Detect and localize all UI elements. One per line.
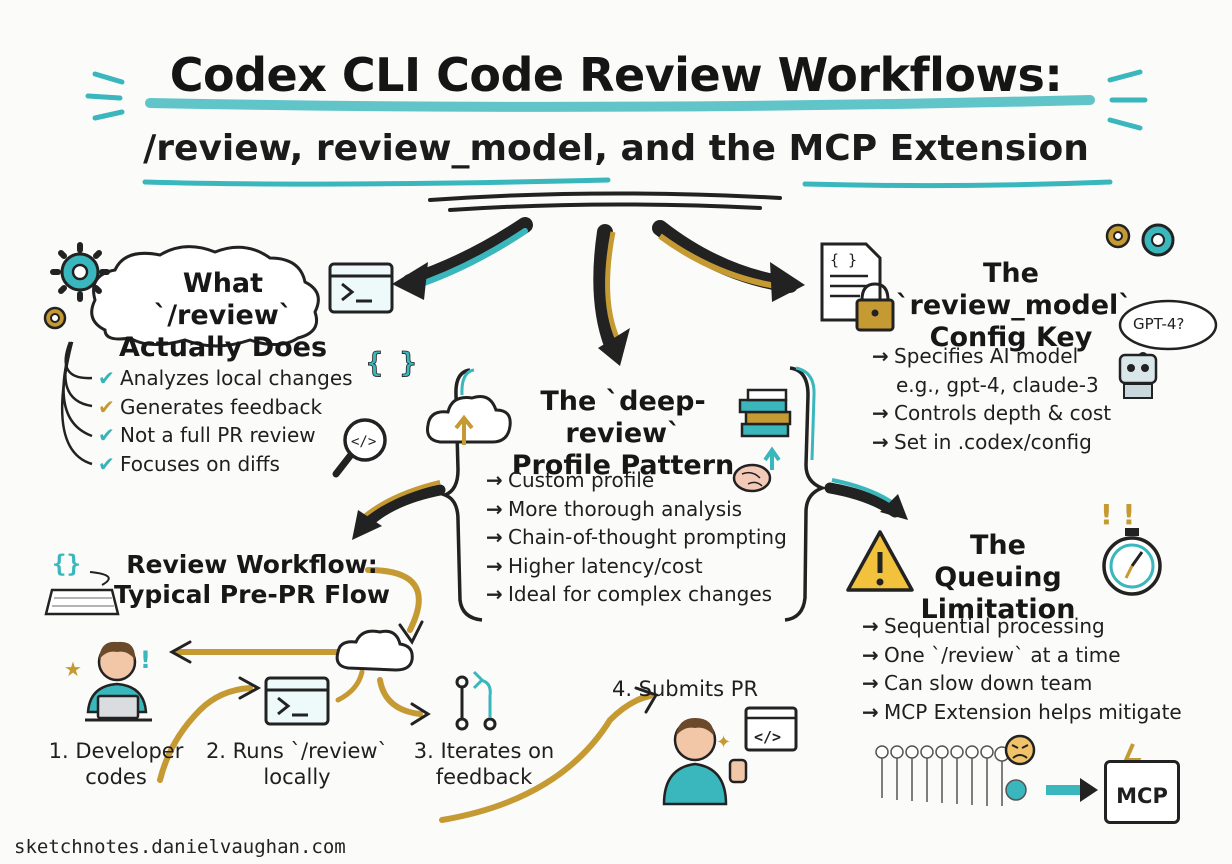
what-review-heading: What `/review` Actually Does	[118, 268, 328, 363]
what-review-cloud	[90, 245, 320, 348]
gear-icon	[43, 306, 67, 330]
list-item: →More thorough analysis	[486, 496, 743, 521]
warning-icon	[846, 530, 914, 592]
developer-laptop-icon: ★ !	[64, 641, 152, 722]
page-title: Codex CLI Code Review Workflows:	[169, 48, 1063, 102]
list-item: ✔Not a full PR review	[98, 423, 316, 447]
arrow-to-workflow	[352, 480, 446, 540]
list-item: ✔Analyzes local changes	[98, 366, 353, 390]
list-item: →Higher latency/cost	[486, 553, 703, 578]
browser-code-icon: </>	[744, 706, 798, 752]
svg-text:</>: </>	[754, 728, 781, 746]
workflow-arrows	[157, 567, 659, 823]
list-item: →Set in .codex/config	[872, 429, 1092, 454]
arrow-to-review-model	[652, 220, 805, 302]
step-runs-review: 2. Runs `/review` locally	[205, 739, 389, 789]
svg-text:{ }: { }	[366, 346, 417, 379]
list-item: ✔Focuses on diffs	[98, 451, 280, 476]
list-connectors	[60, 341, 93, 466]
gear-icon	[50, 242, 110, 302]
list-item: →Sequential processing	[862, 614, 1105, 638]
list-item: →Specifies AI model	[872, 344, 1079, 368]
robot-icon	[1118, 299, 1218, 399]
svg-text:{}: {}	[52, 550, 81, 578]
list-item: →Custom profile	[486, 468, 655, 492]
git-branch-icon	[455, 670, 497, 731]
mcp-box: MCP	[1104, 760, 1180, 824]
gear-icon	[1105, 223, 1131, 249]
svg-text:! !: ! !	[1100, 498, 1135, 531]
svg-text:✦: ✦	[716, 732, 731, 753]
terminal-icon	[328, 262, 394, 314]
deep-review-list: →Custom profile →More thorough analysis …	[486, 466, 787, 609]
workflow-heading: Review Workflow: Typical Pre-PR Flow	[114, 550, 390, 609]
gear-icon	[1141, 223, 1175, 257]
deep-review-heading: The `deep-review` Profile Pattern	[511, 386, 735, 481]
svg-text:</>: </>	[351, 434, 376, 450]
code-braces-icon: {}	[52, 550, 81, 578]
step-developer-codes: 1. Developer codes	[48, 739, 184, 789]
list-item: →MCP Extension helps mitigate	[862, 699, 1182, 724]
queuing-heading: The Queuing Limitation	[920, 530, 1076, 625]
stopwatch-icon: ! !	[1100, 498, 1162, 596]
what-review-list: ✔Analyzes local changes ✔Generates feedb…	[98, 364, 353, 478]
thumbs-up-person-icon: ✦	[662, 718, 748, 806]
page-subtitle: /review, review_model, and the MCP Exten…	[143, 128, 1089, 169]
right-bracket	[784, 366, 827, 622]
list-item: ✔Generates feedback	[98, 394, 323, 419]
title-decoration	[85, 69, 1148, 212]
footer-url: sketchnotes.danielvaughan.com	[14, 836, 346, 858]
cloud-icon	[335, 629, 414, 672]
step-submits-pr: 4. Submits PR	[611, 677, 759, 701]
queuing-list: →Sequential processing →One `/review` at…	[862, 612, 1182, 726]
lock-icon	[855, 282, 895, 332]
list-item: e.g., gpt-4, claude-3	[896, 372, 1099, 397]
list-item: →Can slow down team	[862, 671, 1093, 695]
brain-icon	[732, 446, 781, 493]
angry-face-icon	[1004, 734, 1036, 766]
magnifier-code-icon: </>	[332, 418, 387, 478]
arrow-to-queuing	[824, 478, 908, 520]
cloud-upload-icon	[426, 395, 512, 445]
arrow-to-deep-review	[593, 224, 630, 366]
list-item: →Ideal for complex changes	[486, 582, 773, 606]
queue-people-icon	[875, 745, 1027, 806]
list-item: →Controls depth & cost	[872, 401, 1112, 425]
svg-text:★: ★	[64, 657, 82, 681]
code-braces-icon: { }	[366, 346, 417, 380]
left-bracket	[440, 368, 483, 622]
review-model-heading: The `review_model` Config Key	[896, 258, 1132, 353]
svg-text:{ }: { }	[830, 251, 857, 269]
books-icon	[738, 388, 792, 438]
list-item: →One `/review` at a time	[862, 642, 1121, 667]
keyboard-icon	[44, 571, 120, 616]
terminal-icon	[264, 676, 330, 726]
svg-text:!: !	[140, 646, 151, 674]
robot-bubble-text: GPT-4?	[1133, 315, 1185, 333]
list-item: →Chain-of-thought prompting	[486, 525, 787, 549]
review-model-list: →Specifies AI model e.g., gpt-4, claude-…	[872, 342, 1111, 456]
step-iterates-feedback: 3. Iterates on feedback	[413, 739, 555, 789]
arrow-to-what-review	[392, 217, 533, 300]
